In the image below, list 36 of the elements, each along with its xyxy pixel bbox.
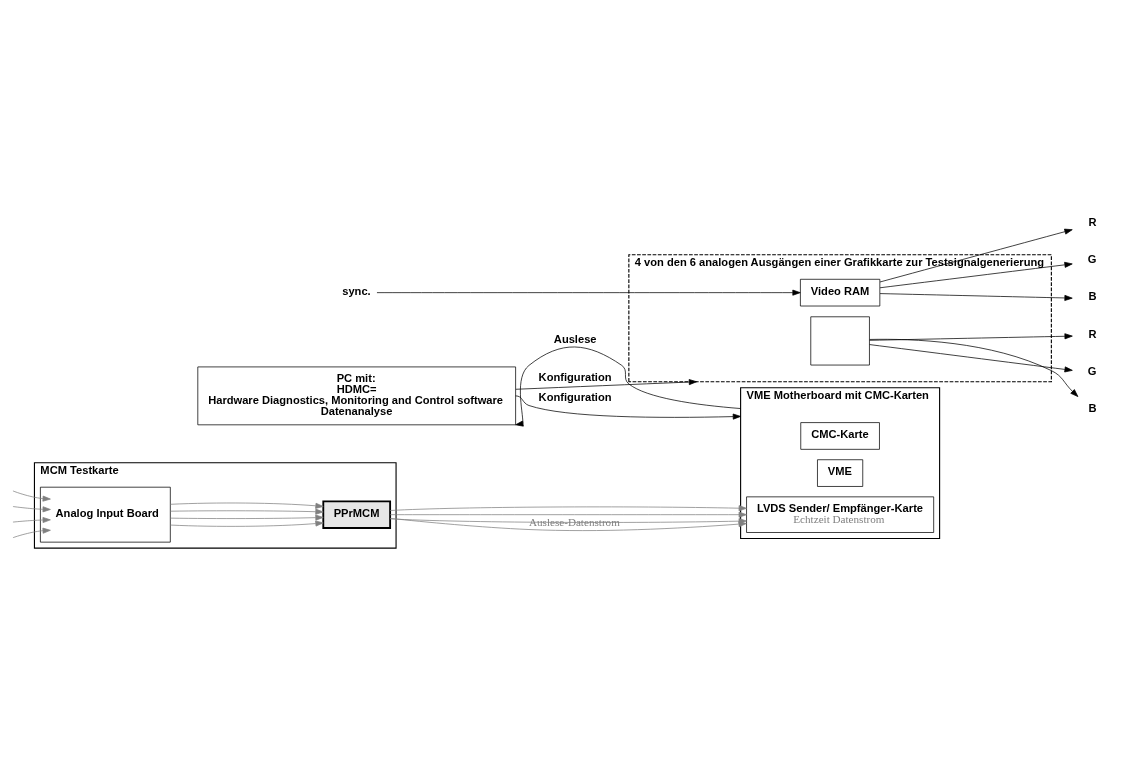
- arrow: [170, 520, 324, 527]
- node-text: sync.: [342, 284, 371, 297]
- edge-label: Auslese: [553, 332, 597, 345]
- arrow: [879, 228, 1073, 282]
- arrow: [12, 490, 51, 502]
- arrow: [12, 527, 51, 538]
- node-box: VME: [817, 458, 864, 487]
- arrow: [515, 378, 697, 390]
- arrow: [869, 332, 1073, 341]
- node-text: G: [1087, 252, 1097, 265]
- edge-label: Konfiguration: [538, 370, 612, 383]
- node-box: LVDS Sender/ Empfänger-Karte Echtzeit Datenstrom: [746, 496, 935, 533]
- arrow: [389, 504, 747, 511]
- arrow: [170, 502, 324, 509]
- arrow: [376, 289, 801, 296]
- node-text: R: [1088, 215, 1097, 228]
- arrow: [12, 516, 51, 523]
- arrow: [170, 514, 324, 521]
- node-box: PPrMCM: [322, 499, 392, 529]
- arrow: [12, 505, 51, 512]
- node-box: PC mit: HDMC= Hardware Diagnostics, Monitoring and Control software Datenanalyse: [197, 366, 516, 425]
- arrow: [515, 395, 741, 420]
- node-text: R: [1088, 327, 1097, 340]
- node-text: B: [1088, 289, 1097, 302]
- edge-label: Konfiguration: [538, 390, 612, 403]
- node-box: CMC-Karte: [800, 421, 880, 450]
- arrow: [389, 511, 747, 518]
- node-box: Video RAM: [800, 278, 881, 306]
- arrow: [879, 292, 1073, 301]
- arrow: [869, 343, 1073, 372]
- arrow: [170, 508, 324, 515]
- node-box: [810, 315, 870, 365]
- arrow: [515, 346, 741, 426]
- node-text: B: [1088, 401, 1097, 414]
- arrow: [869, 338, 1079, 397]
- node-text: G: [1087, 364, 1097, 377]
